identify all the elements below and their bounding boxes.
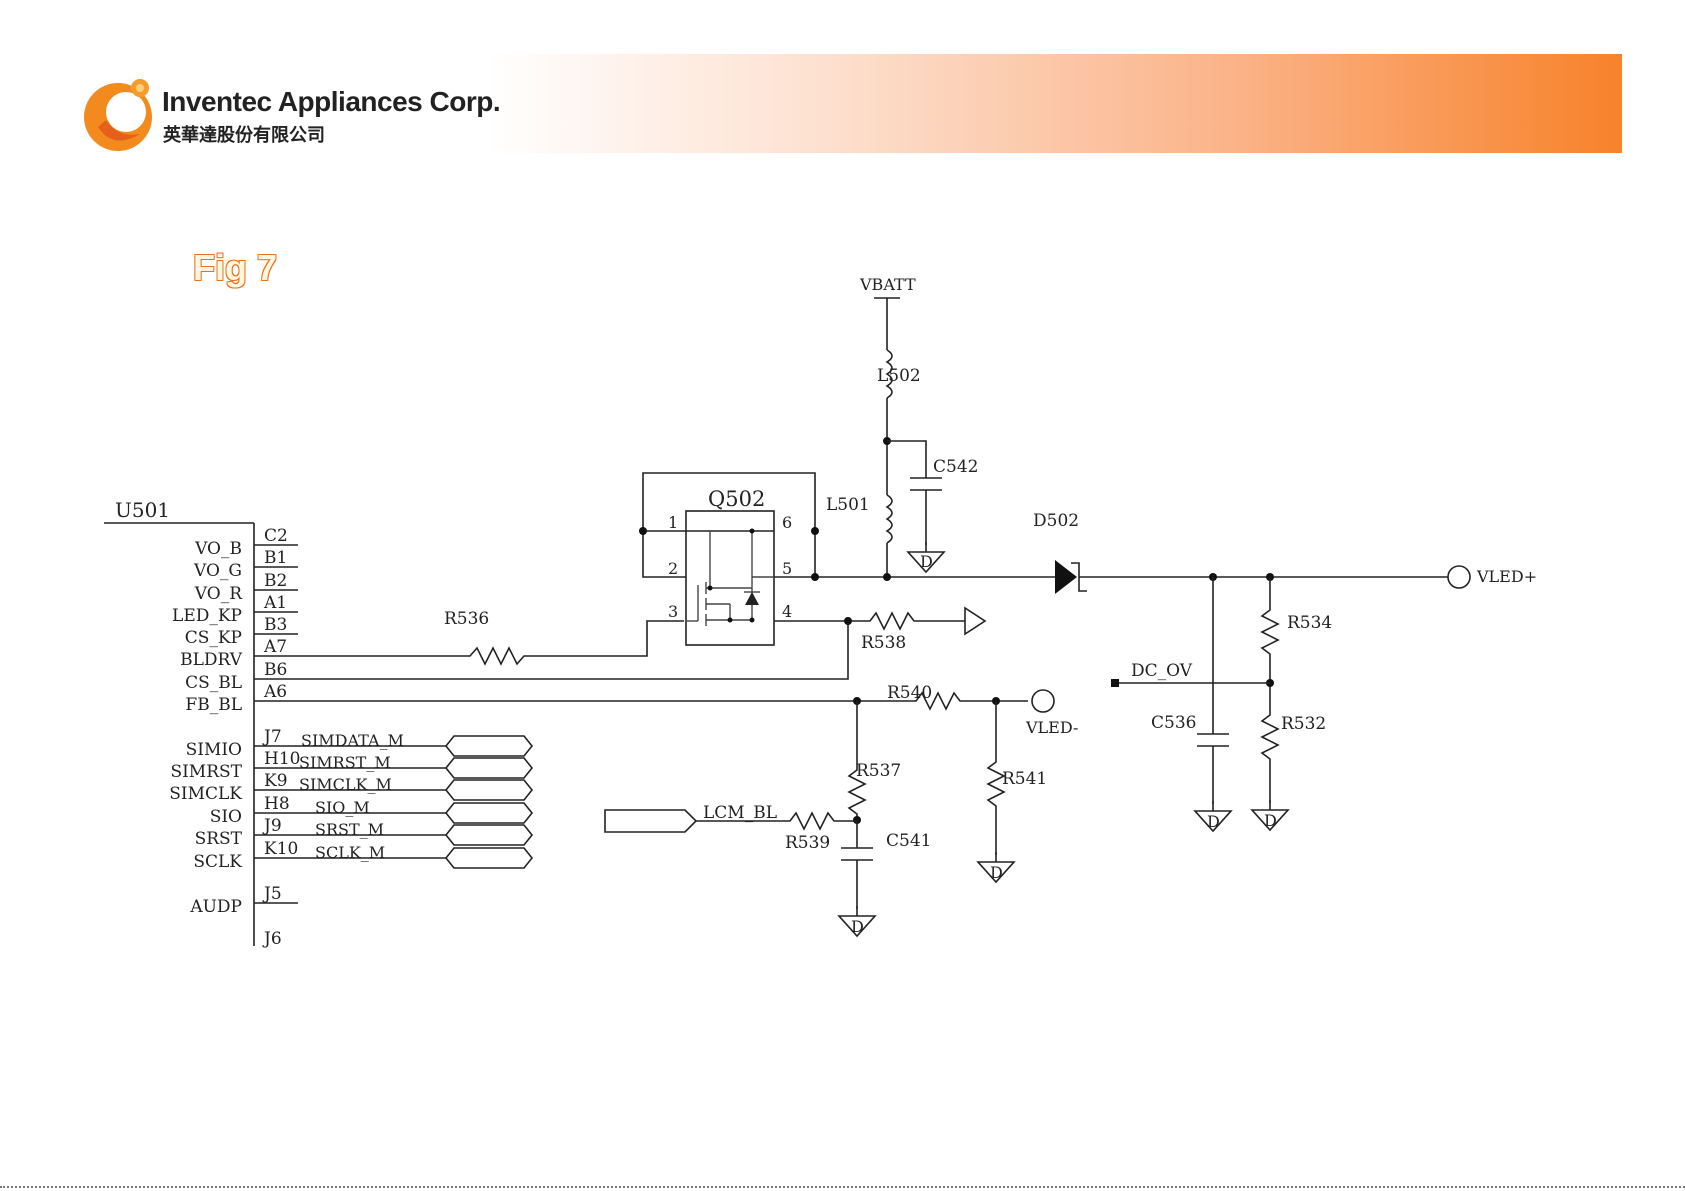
connector-sclk (444, 847, 534, 869)
ic-pin-b1: B1 (264, 548, 287, 568)
fb-bl-net: R540 VLED- (298, 683, 1078, 737)
l501-label: L501 (826, 495, 870, 515)
q502-pin-2: 2 (668, 559, 678, 578)
net-sclk-m: SCLK_M (315, 843, 385, 862)
c536-label: C536 (1151, 713, 1196, 733)
l502-label: L502 (877, 366, 921, 386)
net-simrst-m: SIMRST_M (299, 753, 391, 772)
switch-node (811, 573, 1055, 581)
diode-d502: D502 (1033, 511, 1448, 594)
ic-pin-k10: K10 (264, 839, 298, 859)
cs-bl-net (298, 621, 849, 680)
d502-label: D502 (1033, 511, 1079, 531)
vled-minus-label: VLED- (1025, 718, 1078, 737)
sim-net-group: SIMDATA_M SIMRST_M SIMCLK_M SIO_M SRST_M… (298, 731, 534, 869)
r532-label: R532 (1281, 714, 1326, 734)
net-sio-m: SIO_M (315, 798, 370, 817)
resistor-r541: D R541 (977, 701, 1047, 883)
gnd-symbol-r541: D (990, 863, 1003, 882)
q502-pin-6: 6 (782, 513, 792, 532)
bldrv-net: R536 (298, 609, 684, 666)
net-simdata-m: SIMDATA_M (301, 731, 404, 750)
r540-label: R540 (887, 683, 932, 703)
capacitor-c536: D C536 (1151, 573, 1232, 832)
c541-label: C541 (886, 831, 931, 851)
net-srst-m: SRST_M (315, 820, 384, 839)
ic-signal-bldrv: BLDRV (180, 650, 243, 670)
ic-signal-vo-b: VO_B (194, 539, 242, 559)
ic-signal-vo-g: VO_G (193, 561, 242, 581)
ic-signal-led-kp: LED_KP (172, 606, 242, 626)
divider-r534-r532: D R534 R532 DC_OV (1111, 573, 1332, 831)
mosfet-q502: Q502 1 2 3 4 5 6 (639, 472, 819, 646)
ic-signal-sio: SIO (210, 807, 242, 827)
ic-signal-simclk: SIMCLK (169, 784, 242, 804)
lcm-bl-label: LCM_BL (703, 803, 777, 823)
c542-label: C542 (933, 457, 978, 477)
ic-pin-b3: B3 (264, 615, 287, 635)
ic-signal-cs-bl: CS_BL (185, 673, 242, 693)
ic-pin-a7: A7 (263, 637, 287, 657)
ic-pin-j9: J9 (262, 816, 282, 836)
r539-label: R539 (785, 833, 830, 853)
net-simclk-m: SIMCLK_M (299, 775, 392, 794)
r534-label: R534 (1287, 613, 1332, 633)
ic-ref-label: U501 (115, 498, 170, 522)
dc-ov-label: DC_OV (1131, 661, 1193, 681)
ic-signal-vo-r: VO_R (194, 584, 243, 604)
ic-pin-c2: C2 (264, 526, 288, 546)
figure-label: Fig 7 (193, 247, 278, 288)
r536-label: R536 (444, 609, 489, 629)
lcm-bl-input: LCM_BL R539 (604, 803, 857, 853)
ic-pin-a6: A6 (263, 682, 287, 702)
ic-pin-h8: H8 (264, 794, 290, 814)
ic-pin-j7: J7 (262, 727, 282, 747)
gnd-symbol-c536: D (1207, 812, 1220, 831)
ic-pin-b2: B2 (264, 571, 287, 591)
connector-simrst (444, 757, 534, 779)
company-name-chinese: 英華達股份有限公司 (163, 125, 325, 146)
ic-signal-simio: SIMIO (186, 740, 242, 760)
q502-pin-4: 4 (782, 602, 792, 621)
vbatt-label: VBATT (859, 275, 916, 294)
connector-sio (444, 802, 534, 824)
orange-sun-logo-icon (84, 79, 152, 151)
ic-signal-simrst: SIMRST (170, 762, 242, 782)
ic-pin-j6: J6 (262, 929, 282, 949)
vled-plus-label: VLED+ (1476, 567, 1537, 586)
r537-c541-branch: R537 D C541 (838, 701, 931, 937)
q502-pin-3: 3 (668, 602, 678, 621)
ic-signal-cs-kp: CS_KP (185, 628, 242, 648)
gnd-symbol-c542: D (920, 552, 933, 571)
r541-label: R541 (1002, 769, 1047, 789)
r538-branch: R538 (774, 606, 987, 653)
header-gradient-band (487, 54, 1622, 153)
ic-signal-fb-bl: FB_BL (185, 695, 242, 715)
ic-pin-k9: K9 (264, 771, 288, 791)
r538-label: R538 (861, 633, 906, 653)
company-name: Inventec Appliances Corp. (162, 86, 501, 117)
q502-ref-label: Q502 (708, 487, 765, 511)
ic-pin-b6: B6 (264, 660, 287, 680)
ic-pin-j5: J5 (262, 884, 282, 904)
footer-divider (0, 1186, 1685, 1188)
ic-signal-sclk: SCLK (193, 852, 242, 872)
connector-simdata (444, 735, 534, 757)
q502-pin-1: 1 (668, 513, 678, 532)
r537-label: R537 (856, 761, 901, 781)
ic-pin-h10: H10 (264, 749, 300, 769)
connector-srst (444, 824, 534, 846)
ic-signal-srst: SRST (195, 829, 243, 849)
ic-signal-audp: AUDP (189, 897, 242, 917)
vled-plus-output: VLED+ (1447, 565, 1537, 589)
ic-u501: U501 (104, 498, 255, 946)
connector-simclk (444, 779, 534, 801)
q502-pin-5: 5 (782, 559, 792, 578)
gnd-symbol-c541: D (851, 917, 864, 936)
power-input: VBATT L502 D C542 L501 (826, 275, 978, 577)
ic-pin-group: VO_B VO_G VO_R LED_KP CS_KP BLDRV CS_BL … (169, 526, 300, 949)
ic-pin-a1: A1 (263, 593, 287, 613)
gnd-symbol-r532: D (1264, 811, 1277, 830)
